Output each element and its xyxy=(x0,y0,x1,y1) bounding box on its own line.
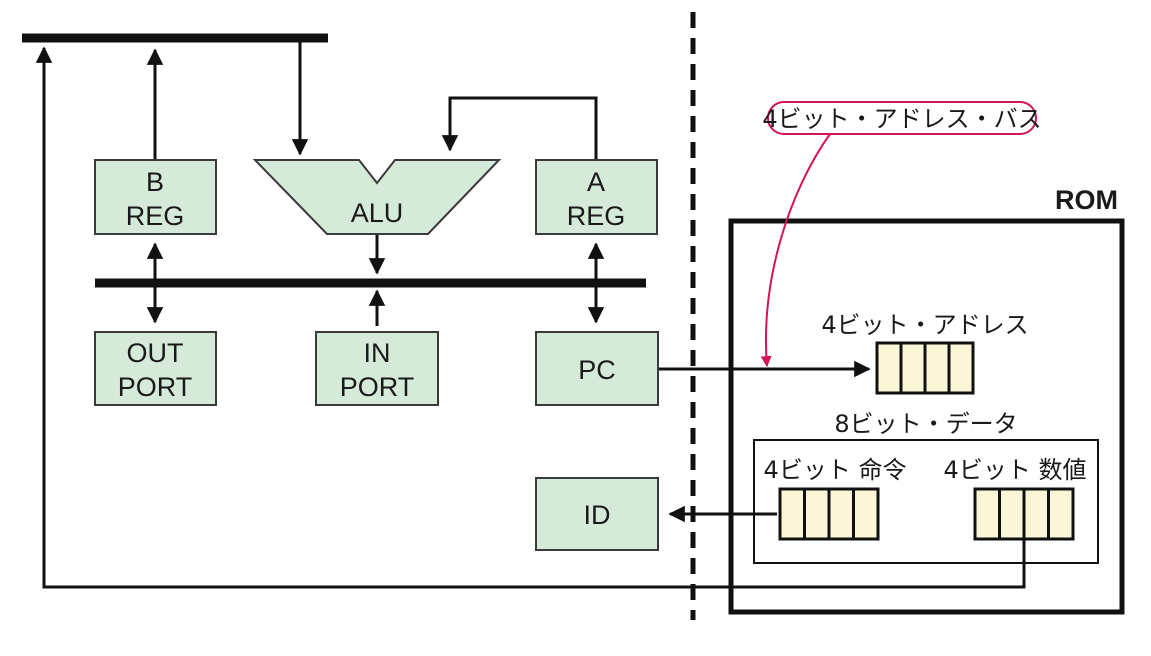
address-register xyxy=(875,341,975,395)
callout-frame xyxy=(767,101,1037,135)
instruction-label: 4ビット 命令 xyxy=(764,456,907,484)
out-port-label-1: OUT xyxy=(127,338,184,368)
alu-label: ALU xyxy=(351,198,404,228)
a-reg-block xyxy=(535,159,658,235)
in-port-label-2: PORT xyxy=(340,372,415,402)
alu-block xyxy=(252,159,502,235)
instruction-register xyxy=(778,487,880,541)
data-label: 8ビット・データ xyxy=(834,410,1017,438)
address-bus-callout: 4ビット・アドレス・バス xyxy=(762,105,1041,133)
a-reg-label-1: A xyxy=(587,167,605,197)
areg-to-alu-arrow xyxy=(441,96,598,160)
pc-label: PC xyxy=(578,355,616,385)
in-port-label-1: IN xyxy=(364,338,391,368)
b-reg-block xyxy=(94,159,217,235)
callout-pointer xyxy=(760,133,831,368)
address-label: 4ビット・アドレス xyxy=(821,311,1028,339)
value-register xyxy=(973,487,1075,541)
in-port-block xyxy=(315,331,439,406)
id-block xyxy=(535,477,659,551)
value-feedback-line xyxy=(35,46,1026,589)
pc-block xyxy=(535,331,659,406)
rom-block xyxy=(728,218,1125,615)
a-reg-label-2: REG xyxy=(567,201,626,231)
rom-title: ROM xyxy=(1055,185,1118,215)
out-port-label-2: PORT xyxy=(118,372,193,402)
value-label: 4ビット 数値 xyxy=(944,456,1087,484)
out-port-block xyxy=(94,331,217,406)
b-reg-label-1: B xyxy=(146,167,164,197)
id-label: ID xyxy=(584,500,611,530)
b-reg-label-2: REG xyxy=(126,201,185,231)
rom-data-region xyxy=(753,439,1099,564)
